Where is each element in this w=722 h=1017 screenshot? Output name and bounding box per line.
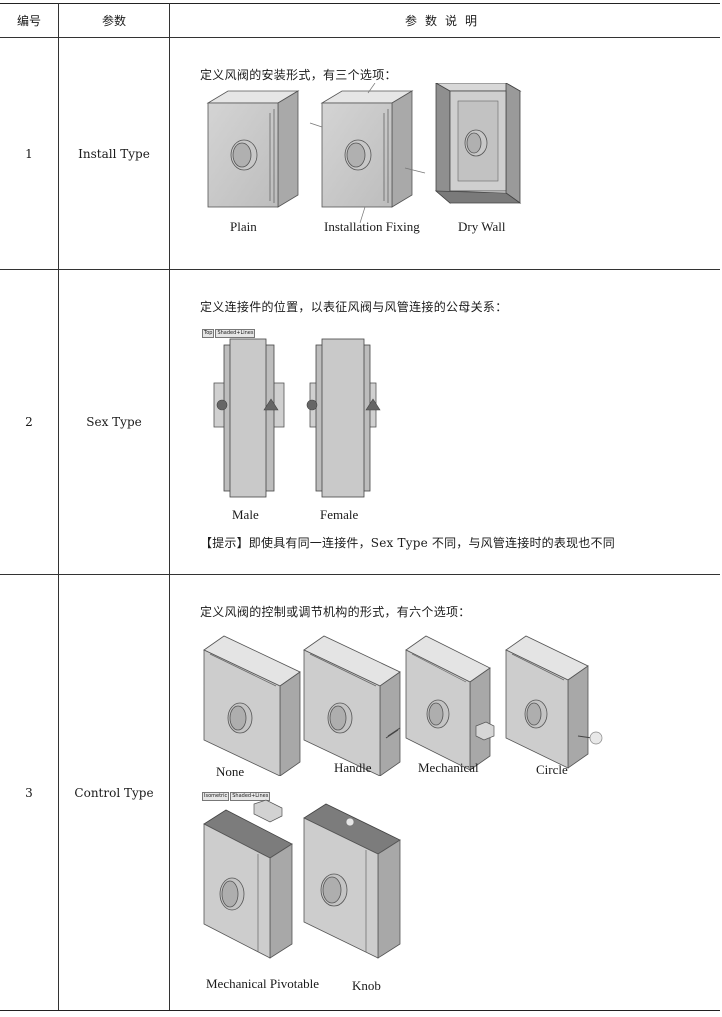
parameter-table: 编号 参数 参数说明 1 Install Type 定义风阀的安装形式，有三个选…	[0, 3, 720, 1011]
table-row: 3 Control Type 定义风阀的控制或调节机构的形式，有六个选项：	[0, 574, 720, 1011]
caption-male: Male	[232, 507, 259, 522]
row-desc-text: 定义风阀的安装形式，有三个选项：	[200, 68, 397, 82]
control-knob-damper	[303, 803, 401, 959]
install-type-figure: Plain Installation Fixing Dry Wall	[200, 83, 720, 253]
table-row: 1 Install Type 定义风阀的安装形式，有三个选项：	[0, 37, 720, 270]
table-header-row: 编号 参数 参数说明	[0, 3, 720, 38]
row-no: 3	[0, 574, 59, 1011]
caption-none: None	[216, 764, 245, 779]
row-desc: 定义风阀的控制或调节机构的形式，有六个选项：	[169, 574, 720, 1011]
control-circle-damper	[505, 635, 603, 769]
sex-type-illustration	[213, 338, 381, 498]
control-mechanical-pivotable-damper	[203, 799, 293, 959]
view-tag-shading: Shaded+Lines	[215, 329, 256, 338]
header-no: 编号	[0, 3, 59, 38]
control-none-damper	[203, 635, 301, 776]
control-type-bottom-illustration	[203, 799, 401, 959]
row-desc-text: 定义风阀的控制或调节机构的形式，有六个选项：	[200, 605, 471, 619]
caption-knob: Knob	[352, 978, 381, 993]
dry-wall-damper	[434, 83, 522, 204]
control-mechanical-damper	[405, 635, 495, 771]
row-desc-text: 定义连接件的位置，以表征风阀与风管连接的公母关系：	[200, 300, 508, 314]
view-tag-isometric: Isometric	[202, 792, 230, 801]
row-desc: 定义风阀的安装形式，有三个选项：	[169, 37, 720, 270]
row-param: Control Type	[58, 574, 170, 1011]
installation-fixing-damper	[309, 83, 426, 224]
control-handle-damper	[303, 635, 401, 776]
caption-handle: Handle	[334, 760, 372, 775]
header-desc: 参数说明	[169, 3, 720, 38]
install-type-illustration	[206, 83, 522, 224]
row-param: Install Type	[58, 37, 170, 270]
row-param: Sex Type	[58, 269, 170, 575]
male-connector	[213, 338, 285, 498]
view-tag-top: Top	[202, 329, 215, 338]
plain-damper	[206, 90, 300, 208]
caption-female: Female	[320, 507, 359, 522]
table-row: 2 Sex Type 定义连接件的位置，以表征风阀与风管连接的公母关系： Top…	[0, 269, 720, 575]
header-param: 参数	[58, 3, 170, 38]
caption-plain: Plain	[230, 219, 257, 234]
caption-installation-fixing: Installation Fixing	[324, 219, 420, 234]
control-type-top-illustration	[203, 635, 603, 776]
row-no: 2	[0, 269, 59, 575]
caption-dry-wall: Dry Wall	[458, 219, 506, 234]
tip-note: 【提示】即使具有同一连接件，Sex Type 不同，与风管连接时的表现也不同	[200, 536, 615, 550]
female-connector	[306, 338, 381, 498]
view-tag-shading: Shaded+Lines	[230, 792, 271, 801]
caption-mechanical-pivotable: Mechanical Pivotable	[206, 976, 319, 991]
caption-circle: Circle	[536, 762, 568, 777]
row-no: 1	[0, 37, 59, 270]
caption-mechanical: Mechanical	[418, 760, 479, 775]
